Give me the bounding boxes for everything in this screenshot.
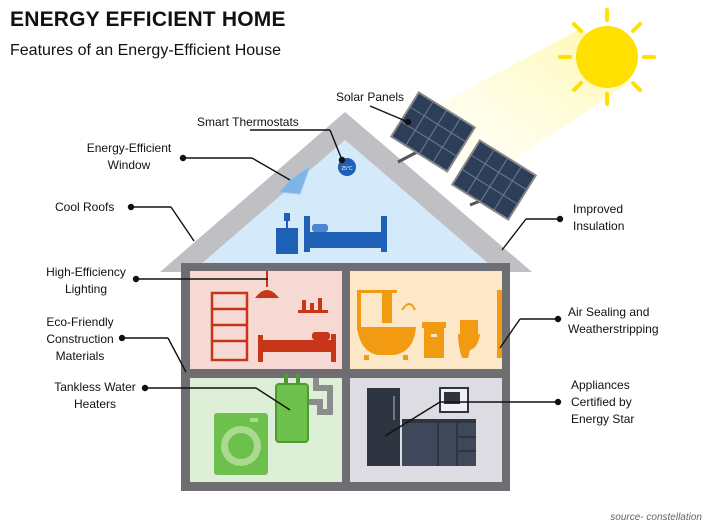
refrigerator-icon	[367, 388, 400, 466]
toilet-icon	[458, 320, 480, 358]
bookshelf-icon	[210, 291, 249, 362]
weatherstrip-icon	[497, 290, 502, 358]
label-smart-thermostats: Smart Thermostats	[197, 115, 299, 129]
label-tankless-water-heaters: Tankless Water Heaters	[54, 380, 136, 411]
label-eco-friendly-materials: Eco-Friendly Construction Materials	[46, 315, 114, 363]
water-heater-icon	[275, 374, 333, 443]
label-improved-insulation: Improved Insulation	[573, 202, 625, 233]
roof	[160, 112, 532, 272]
sink-cabinet-icon	[422, 322, 446, 358]
attic-bed-icon	[276, 213, 387, 254]
leader-cool-roofs	[127, 203, 195, 242]
bedroom-room	[190, 271, 342, 369]
leader-insulation	[501, 215, 564, 251]
wall-shelf-icon	[298, 298, 328, 313]
leader-lighting	[132, 275, 268, 283]
microwave-icon	[439, 387, 469, 413]
page-title: ENERGY EFFICIENT HOME	[10, 8, 286, 31]
label-energy-efficient-window: Energy-Efficient Window	[86, 141, 172, 172]
kitchen-cabinets-icon	[402, 419, 476, 466]
label-cool-roofs: Cool Roofs	[55, 200, 115, 214]
source-credit: source- constellation	[610, 512, 702, 523]
leader-appliances	[384, 398, 562, 437]
label-solar-panels: Solar Panels	[336, 90, 405, 104]
page-subtitle: Features of an Energy-Efficient House	[10, 42, 281, 59]
sun-icon	[558, 8, 656, 106]
leader-materials	[118, 334, 187, 373]
label-air-sealing: Air Sealing and Weatherstripping	[568, 305, 659, 336]
leader-window	[179, 154, 291, 181]
label-appliances: Appliances Certified by Energy Star	[571, 378, 635, 426]
bed-icon	[258, 332, 336, 362]
leader-water-heaters	[141, 384, 291, 411]
thermostat-reading: 25°C	[341, 166, 353, 172]
leader-air-sealing	[499, 315, 562, 349]
leader-lines	[118, 105, 564, 437]
leader-solar-panels	[369, 105, 412, 126]
washing-machine-icon	[214, 413, 268, 475]
solar-panels-icon	[389, 91, 538, 221]
label-high-efficiency-lighting: High-Efficiency Lighting	[46, 265, 126, 296]
attic	[192, 140, 498, 272]
window-icon	[277, 164, 311, 195]
leader-smart-thermostats	[250, 129, 346, 164]
bathtub-icon	[357, 290, 416, 360]
